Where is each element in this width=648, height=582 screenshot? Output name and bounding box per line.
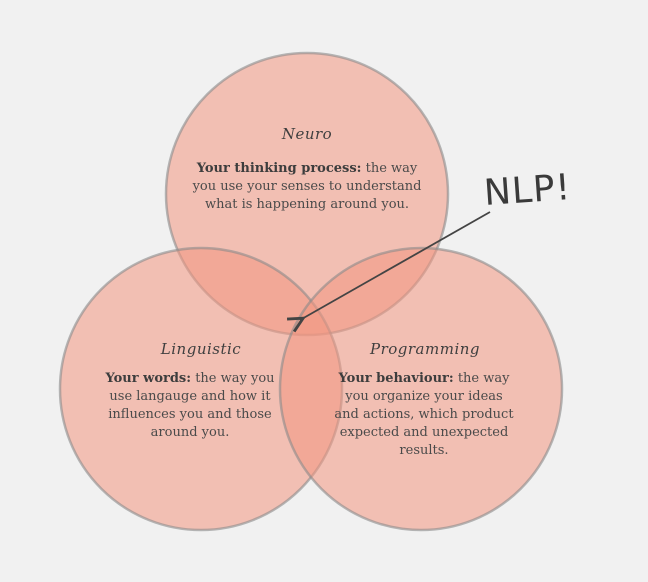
neuro-description: Your thinking process: the way you use y…	[184, 160, 430, 214]
neuro-description-text: the way you use your senses to understan…	[192, 161, 422, 212]
programming-description-text: the way you organize your ideas and acti…	[334, 371, 514, 458]
programming-circle	[278, 246, 564, 532]
programming-title: Programming	[369, 340, 481, 358]
nlp-label: NLP!	[482, 167, 573, 214]
linguistic-description-text: the way you use langauge and how it infl…	[108, 371, 275, 440]
nlp-arrow	[300, 211, 491, 320]
programming-description-bold: Your behaviour:	[338, 371, 454, 386]
linguistic-title: Linguistic	[160, 340, 242, 358]
linguistic-description-bold: Your words:	[105, 371, 192, 386]
neuro-description-bold: Your thinking process:	[196, 161, 362, 176]
neuro-title: Neuro	[281, 125, 333, 143]
programming-description: Your behaviour: the way you organize you…	[334, 370, 514, 460]
linguistic-description: Your words: the way you use langauge and…	[100, 370, 280, 442]
